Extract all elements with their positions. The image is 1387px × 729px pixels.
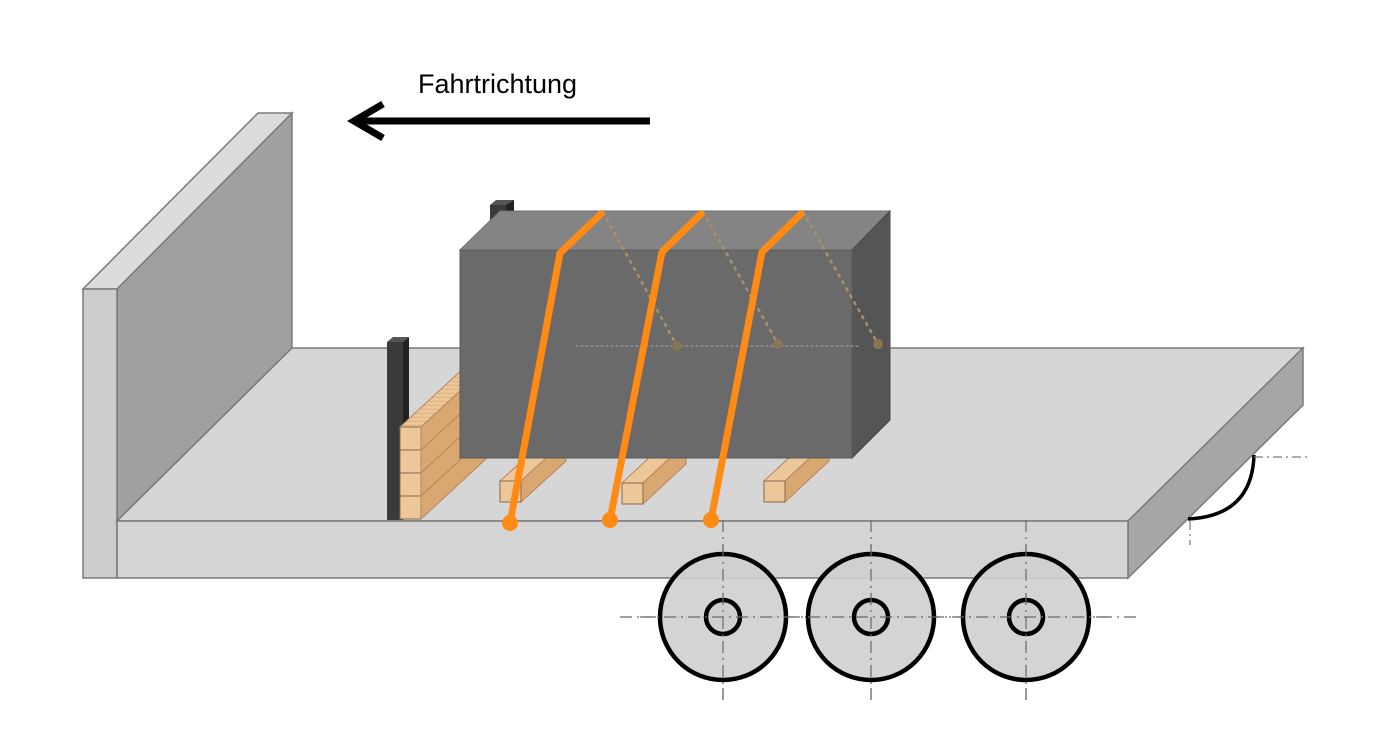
wheel-center-lines bbox=[640, 545, 1110, 700]
strap-anchor-hidden bbox=[672, 339, 883, 351]
lashing-strap-2 bbox=[602, 209, 706, 528]
arrow-left-icon bbox=[347, 100, 650, 142]
front-wall bbox=[81, 111, 294, 579]
lashing-strap-1 bbox=[502, 209, 606, 531]
support-arc bbox=[1187, 454, 1310, 545]
lashing-strap-3 bbox=[703, 209, 806, 528]
cargo-box bbox=[458, 209, 892, 460]
direction-label: Fahrtrichtung bbox=[418, 69, 577, 99]
strap-hidden-lines bbox=[575, 210, 880, 348]
